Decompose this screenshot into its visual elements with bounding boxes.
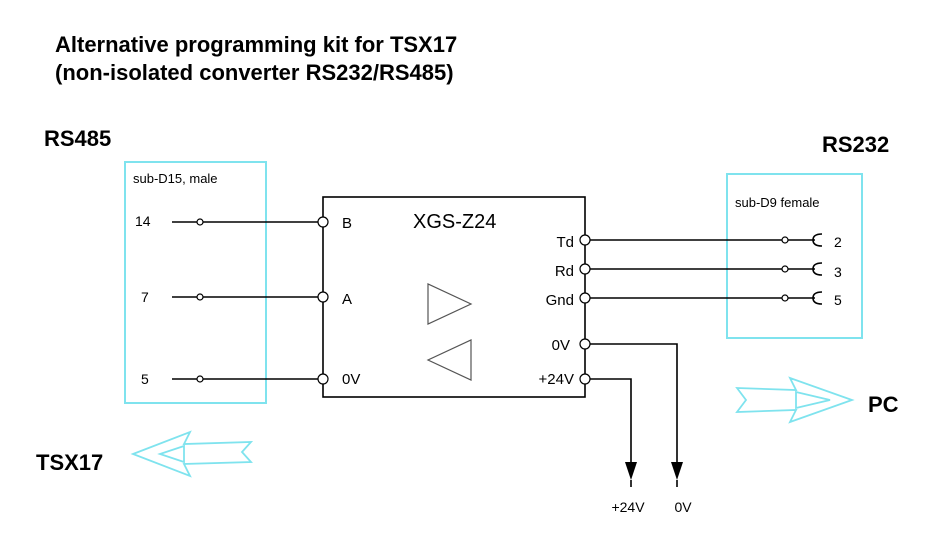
- rs485-wires: [172, 216, 329, 385]
- left-arrow-inner-icon: [157, 444, 185, 464]
- supply-24v-label: +24V: [611, 499, 645, 515]
- rs485-pin-7: 7: [141, 289, 149, 305]
- terminal-rd-icon: [579, 263, 591, 275]
- rs485-pin-5: 5: [141, 371, 149, 387]
- rs485-connector-label: sub-D15, male: [133, 171, 218, 186]
- rs232-pin-3: 3: [834, 264, 842, 280]
- converter-device: XGS-Z24 B A 0V Td Rd Gnd 0V +24V: [322, 196, 586, 398]
- female-pin-5-dot-icon: [781, 294, 789, 302]
- rs232-connector: sub-D9 female 2 3 5: [726, 173, 863, 339]
- terminal-td-label: Td: [556, 234, 574, 251]
- triangle-left-icon: [426, 339, 472, 381]
- terminal-b-icon: [317, 216, 329, 228]
- pc-label: PC: [868, 392, 899, 417]
- terminal-a-label: A: [342, 291, 352, 308]
- wire-24v-supply: [590, 378, 632, 462]
- terminal-24v-label: +24V: [539, 371, 574, 388]
- rs485-connector-frame: [124, 161, 267, 404]
- female-pin-3-dot-icon: [781, 265, 789, 273]
- terminal-0v-left-icon: [317, 373, 329, 385]
- tsx17-direction: TSX17: [36, 430, 254, 478]
- rs232-pin-5: 5: [834, 292, 842, 308]
- supply-0v-arrow-icon: [671, 462, 683, 480]
- terminal-0v-left-label: 0V: [342, 371, 360, 388]
- rs232-heading: RS232: [822, 132, 889, 157]
- supply-0v-label: 0V: [674, 499, 692, 515]
- terminal-0v-right-label: 0V: [552, 337, 570, 354]
- female-socket-3-icon: [812, 262, 823, 276]
- male-pin-14-icon: [196, 218, 204, 226]
- rs485-pin-14: 14: [135, 213, 151, 229]
- female-socket-2-icon: [812, 233, 823, 247]
- terminal-gnd-label: Gnd: [546, 292, 574, 309]
- terminal-b-label: B: [342, 215, 352, 232]
- terminal-0v-right-icon: [579, 338, 591, 350]
- title-line-1: Alternative programming kit for TSX17: [55, 32, 457, 57]
- rs232-connector-frame: [726, 173, 863, 339]
- converter-name: XGS-Z24: [413, 211, 496, 233]
- terminal-a-icon: [317, 291, 329, 303]
- female-socket-5-icon: [812, 291, 823, 305]
- female-pin-2-dot-icon: [781, 236, 789, 244]
- rs485-connector: sub-D15, male 14 7 5: [124, 161, 267, 404]
- pc-direction: PC: [735, 376, 899, 424]
- right-arrow-inner-icon: [795, 390, 831, 410]
- rs232-wires: [579, 233, 823, 305]
- terminal-24v-icon: [579, 373, 591, 385]
- title-line-2: (non-isolated converter RS232/RS485): [55, 60, 454, 85]
- left-outline-arrow-icon: [130, 430, 254, 478]
- supply-24v-arrow-icon: [625, 462, 637, 480]
- male-pin-7-icon: [196, 293, 204, 301]
- tsx17-label: TSX17: [36, 450, 103, 475]
- triangle-right-icon: [427, 283, 473, 325]
- rs232-pin-2: 2: [834, 234, 842, 250]
- terminal-rd-label: Rd: [555, 263, 574, 280]
- wire-0v-supply: [590, 343, 678, 462]
- male-pin-5-icon: [196, 375, 204, 383]
- terminal-td-icon: [579, 234, 591, 246]
- rs232-connector-label: sub-D9 female: [735, 195, 820, 210]
- power-wires: +24V 0V: [579, 338, 692, 515]
- terminal-gnd-icon: [579, 292, 591, 304]
- rs485-heading: RS485: [44, 126, 111, 151]
- right-outline-arrow-icon: [735, 376, 855, 424]
